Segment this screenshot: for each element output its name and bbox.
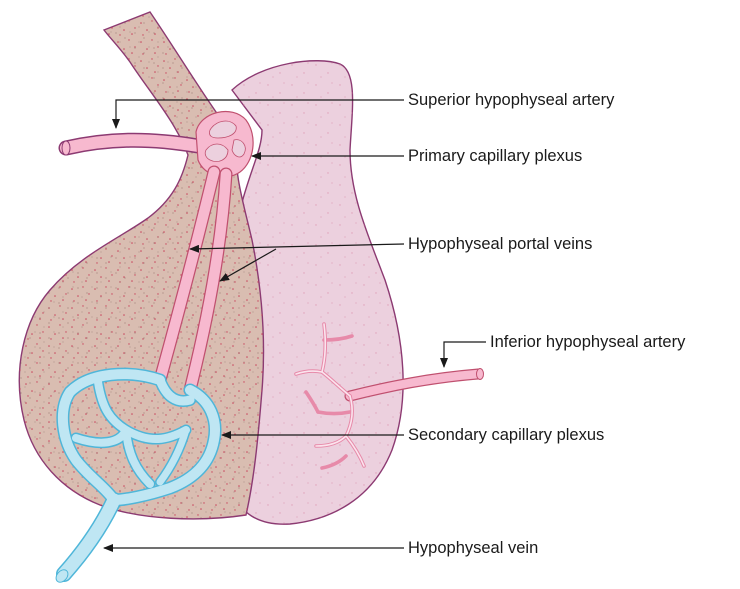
label-secondary-capillary-plexus: Secondary capillary plexus xyxy=(408,425,604,445)
hypophyseal-vein xyxy=(54,500,114,584)
label-hypophyseal-vein: Hypophyseal vein xyxy=(408,538,538,558)
label-hypophyseal-portal-veins: Hypophyseal portal veins xyxy=(408,234,592,254)
label-primary-capillary-plexus: Primary capillary plexus xyxy=(408,146,582,166)
leader-inferior-artery xyxy=(444,342,486,367)
label-inferior-hypophyseal-artery: Inferior hypophyseal artery xyxy=(490,332,685,352)
primary-capillary-plexus xyxy=(196,111,253,176)
anterior-lobe xyxy=(19,12,263,519)
label-superior-hypophyseal-artery: Superior hypophyseal artery xyxy=(408,90,614,110)
superior-hypophyseal-artery xyxy=(62,140,198,155)
